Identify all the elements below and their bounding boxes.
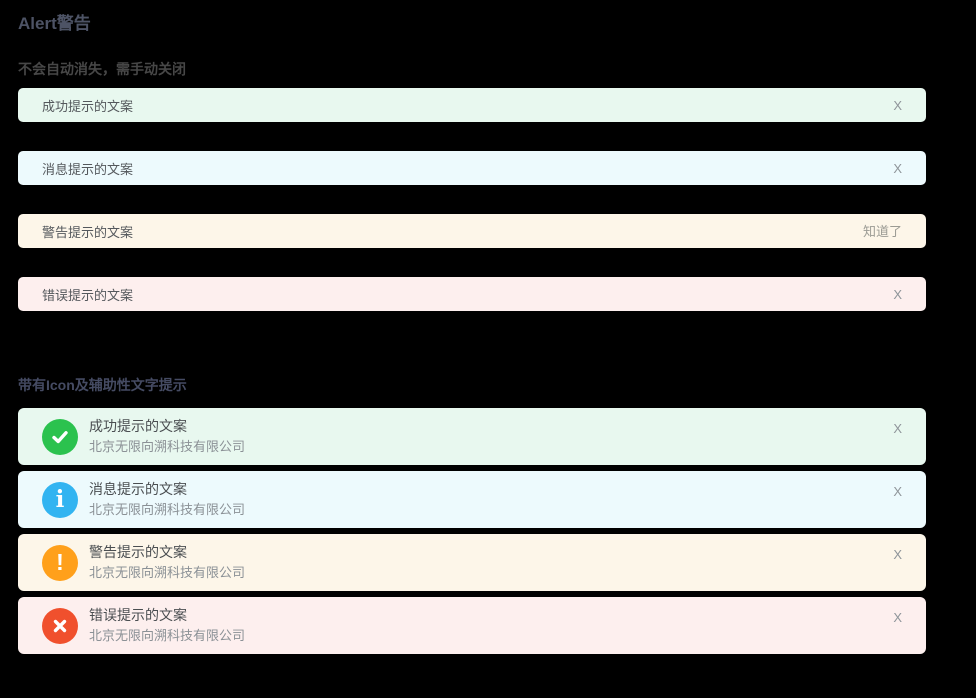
alert-success: 成功提示的文案 X <box>18 88 926 122</box>
section-heading-icon-alerts: 带有Icon及辅助性文字提示 <box>18 377 187 393</box>
alert-message: 错误提示的文案 <box>42 287 134 303</box>
alert-message: 成功提示的文案 <box>42 98 134 114</box>
close-icon[interactable]: X <box>893 610 902 625</box>
alert-title: 警告提示的文案 <box>89 544 187 560</box>
alert-success-with-icon: 成功提示的文案 北京无限向溯科技有限公司 X <box>18 408 926 465</box>
icon-alerts-group: 成功提示的文案 北京无限向溯科技有限公司 X i 消息提示的文案 北京无限向溯科… <box>18 408 926 654</box>
info-circle-icon: i <box>42 481 78 518</box>
simple-alerts-group: 成功提示的文案 X 消息提示的文案 X 警告提示的文案 知道了 错误提示的文案 … <box>18 88 926 311</box>
alert-info-with-icon: i 消息提示的文案 北京无限向溯科技有限公司 X <box>18 471 926 528</box>
alert-message: 消息提示的文案 <box>42 161 134 177</box>
check-circle-icon <box>42 418 78 455</box>
exclamation-circle-icon: ! <box>42 544 78 581</box>
alert-content: 警告提示的文案 北京无限向溯科技有限公司 <box>89 544 245 581</box>
alert-content: 消息提示的文案 北京无限向溯科技有限公司 <box>89 481 245 518</box>
close-icon[interactable]: X <box>893 484 902 499</box>
section-heading-manual-close: 不会自动消失，需手动关闭 <box>18 61 186 77</box>
alert-message: 警告提示的文案 <box>42 224 134 240</box>
acknowledge-button[interactable]: 知道了 <box>862 223 902 239</box>
page-title: Alert警告 <box>18 14 91 33</box>
alert-title: 成功提示的文案 <box>89 418 187 434</box>
info-glyph: i <box>55 485 65 513</box>
close-icon[interactable]: X <box>893 547 902 562</box>
close-icon[interactable]: X <box>893 97 902 113</box>
alert-title: 消息提示的文案 <box>89 481 187 497</box>
alert-description: 北京无限向溯科技有限公司 <box>89 565 246 580</box>
close-icon[interactable]: X <box>893 286 902 302</box>
alert-description: 北京无限向溯科技有限公司 <box>89 439 246 454</box>
alert-title: 错误提示的文案 <box>89 607 187 623</box>
alert-warning: 警告提示的文案 知道了 <box>18 214 926 248</box>
x-circle-icon <box>42 607 78 644</box>
close-icon[interactable]: X <box>893 421 902 436</box>
alert-error-with-icon: 错误提示的文案 北京无限向溯科技有限公司 X <box>18 597 926 654</box>
alert-warning-with-icon: ! 警告提示的文案 北京无限向溯科技有限公司 X <box>18 534 926 591</box>
alert-info: 消息提示的文案 X <box>18 151 926 185</box>
alert-description: 北京无限向溯科技有限公司 <box>89 628 246 643</box>
alert-content: 错误提示的文案 北京无限向溯科技有限公司 <box>89 607 245 644</box>
alert-error: 错误提示的文案 X <box>18 277 926 311</box>
exclamation-glyph: ! <box>56 549 64 575</box>
alert-content: 成功提示的文案 北京无限向溯科技有限公司 <box>89 418 245 455</box>
close-icon[interactable]: X <box>893 160 902 176</box>
alert-description: 北京无限向溯科技有限公司 <box>89 502 246 517</box>
